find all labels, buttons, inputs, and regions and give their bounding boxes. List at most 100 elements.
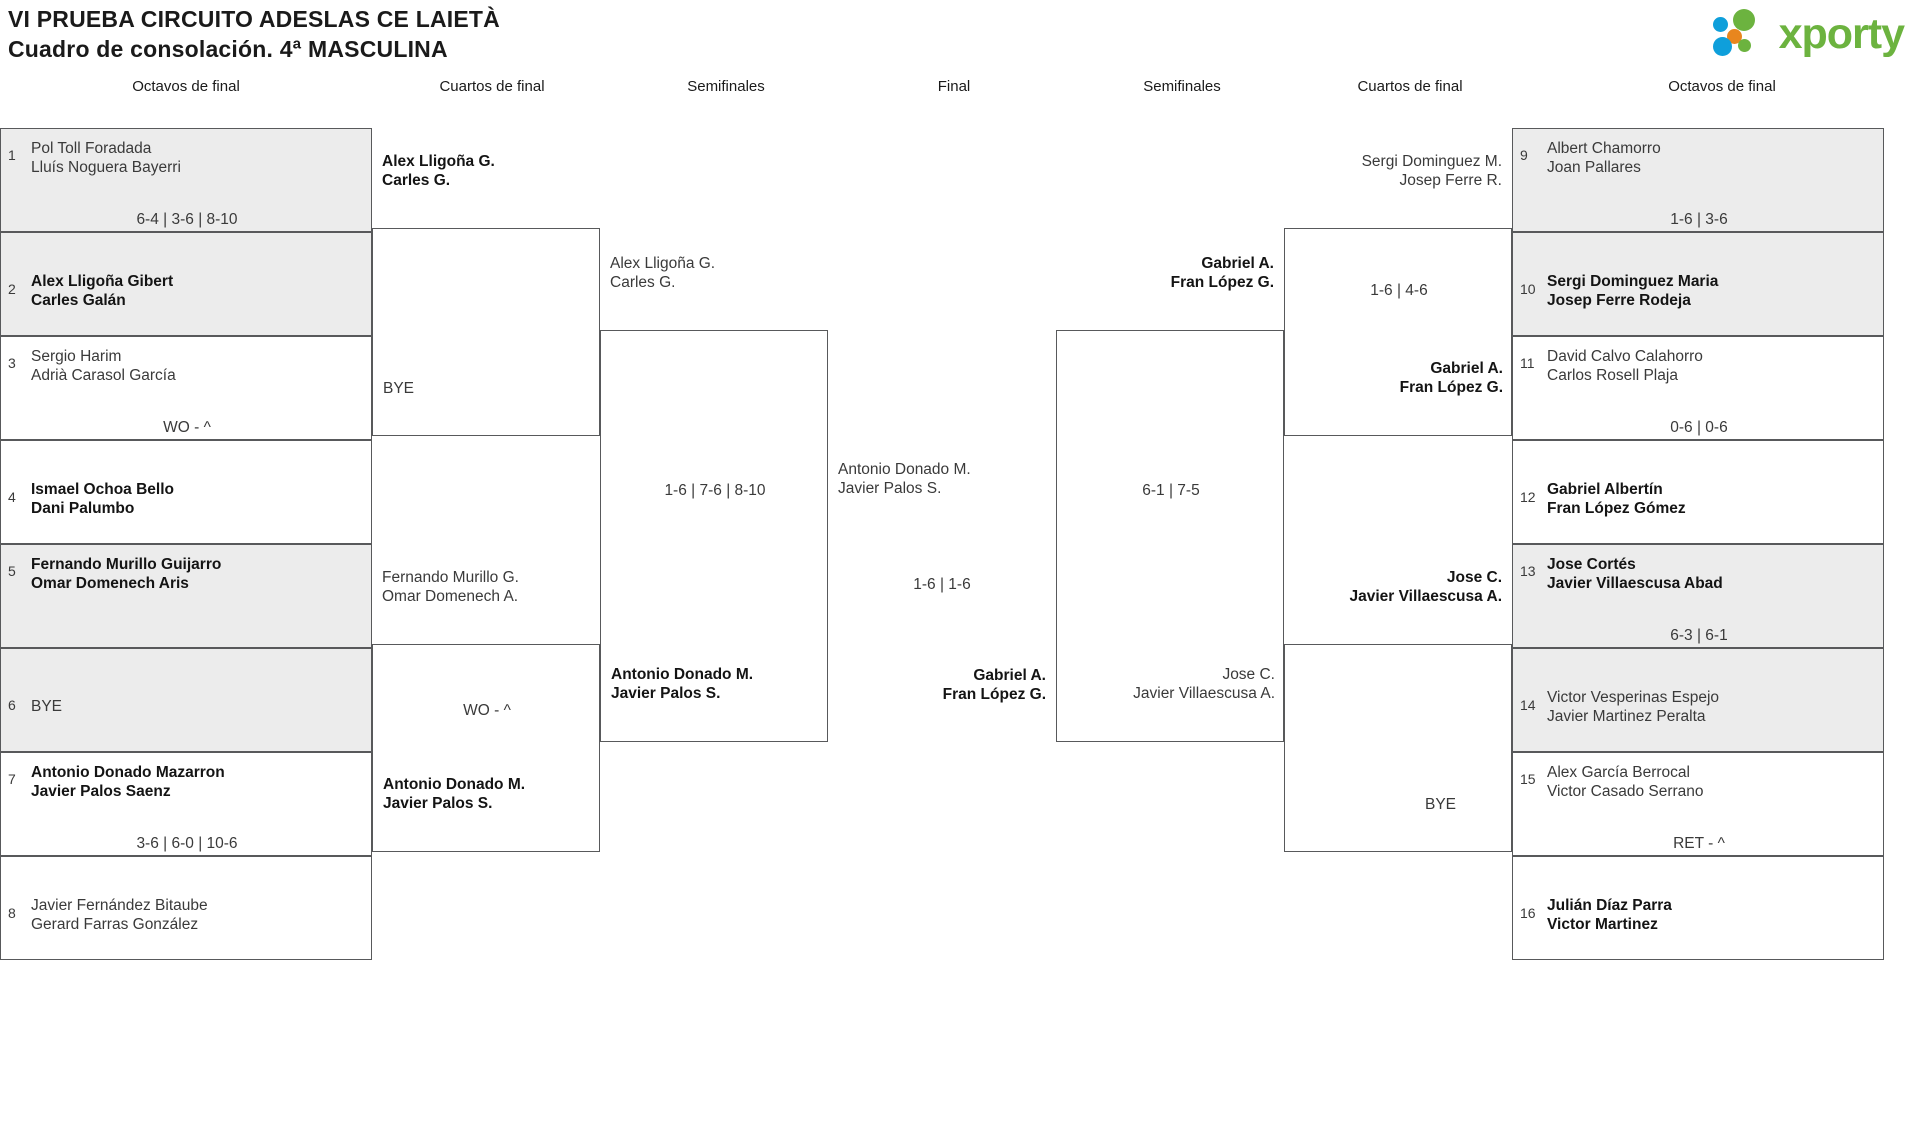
seed-number: 8 bbox=[8, 905, 16, 921]
player-name-2: Dani Palumbo bbox=[31, 500, 135, 517]
player-name-1: Alex Lligoña Gibert bbox=[31, 273, 174, 290]
player-name-1: Alex García Berrocal bbox=[1547, 764, 1690, 781]
player-name-1: Antonio Donado Mazarron bbox=[31, 764, 225, 781]
match-score: RET - ^ bbox=[1673, 835, 1725, 852]
qf-left-2-name-2: Omar Domenech A. bbox=[382, 588, 519, 605]
match-slot-3[interactable]: 3 Sergio Harim Adrià Carasol García bbox=[0, 336, 372, 440]
match-slot-2[interactable]: 6-4 | 3-6 | 8-10 2 Alex Lligoña Gibert C… bbox=[0, 211, 372, 336]
match-score: 1-6 | 3-6 bbox=[1670, 211, 1728, 228]
match-slot-16[interactable]: RET - ^ 16 Julián Díaz Parra Victor Mart… bbox=[1512, 835, 1884, 960]
player-name-1: Ismael Ochoa Bello bbox=[31, 481, 174, 498]
qf-right-2-name-2: Fran López G. bbox=[1399, 379, 1503, 396]
final-score: 1-6 | 1-6 bbox=[913, 576, 971, 593]
xporty-logo: xporty bbox=[1712, 6, 1905, 62]
player-name-2: Gerard Farras González bbox=[31, 916, 199, 933]
qf-left-box-bottom[interactable]: WO - ^ Antonio Donado M. Javier Palos S. bbox=[372, 644, 600, 852]
qf-right-1-name-2: Josep Ferre R. bbox=[1399, 172, 1502, 189]
player-name-2: Carlos Rosell Plaja bbox=[1547, 367, 1678, 384]
player-name-1: David Calvo Calahorro bbox=[1547, 348, 1703, 365]
player-name-1: Jose Cortés bbox=[1547, 556, 1636, 573]
match-slot-7[interactable]: 7 Antonio Donado Mazarron Javier Palos S… bbox=[0, 752, 372, 856]
match-score: 0-6 | 0-6 bbox=[1670, 419, 1728, 436]
page-title: VI PRUEBA CIRCUITO ADESLAS CE LAIETÀ Cua… bbox=[8, 4, 500, 64]
match-score: 3-6 | 6-0 | 10-6 bbox=[136, 835, 238, 852]
seed-number: 7 bbox=[8, 771, 16, 787]
bye-label: BYE bbox=[1425, 796, 1457, 813]
bye-label: BYE bbox=[31, 698, 63, 715]
qf-left-2-name-1: Fernando Murillo G. bbox=[382, 569, 519, 586]
round-header-octavos-right: Octavos de final bbox=[1668, 78, 1776, 95]
player-name-2: Adrià Carasol García bbox=[31, 367, 176, 384]
qf-right-box-bottom[interactable]: BYE bbox=[1284, 644, 1512, 852]
player-name-2: Omar Domenech Aris bbox=[31, 575, 189, 592]
match-slot-13[interactable]: 13 Jose Cortés Javier Villaescusa Abad bbox=[1512, 544, 1884, 648]
seed-number: 4 bbox=[8, 489, 16, 505]
match-slot-11[interactable]: 11 David Calvo Calahorro Carlos Rosell P… bbox=[1512, 336, 1884, 440]
qf-right-3-name-2: Javier Villaescusa A. bbox=[1349, 588, 1502, 605]
round-header-semifinales-left: Semifinales bbox=[687, 78, 765, 95]
seed-number: 12 bbox=[1520, 489, 1536, 505]
qf-left-1-name-2: Carles G. bbox=[382, 172, 451, 189]
tournament-title: VI PRUEBA CIRCUITO ADESLAS CE LAIETÀ bbox=[8, 6, 500, 32]
seed-number: 16 bbox=[1520, 905, 1536, 921]
match-score: WO - ^ bbox=[463, 702, 511, 719]
match-slot-9[interactable]: 9 Albert Chamorro Joan Pallares bbox=[1512, 128, 1884, 232]
player-name-2: Carles Galán bbox=[31, 292, 126, 309]
round-header-octavos-left: Octavos de final bbox=[132, 78, 240, 95]
sf-left-2-name-2: Javier Palos S. bbox=[611, 685, 721, 702]
bye-label: BYE bbox=[383, 380, 415, 397]
match-slot-5[interactable]: 5 Fernando Murillo Guijarro Omar Domenec… bbox=[0, 544, 372, 648]
seed-number: 11 bbox=[1520, 355, 1535, 371]
sf-left-1-name-2: Carles G. bbox=[610, 274, 676, 291]
match-slot-14[interactable]: 6-3 | 6-1 14 Victor Vesperinas Espejo Ja… bbox=[1512, 627, 1884, 752]
sf-left-1-name-1: Alex Lligoña G. bbox=[610, 255, 716, 272]
match-slot-10[interactable]: 1-6 | 3-6 10 Sergi Dominguez Maria Josep… bbox=[1512, 211, 1884, 336]
match-score: 1-6 | 4-6 bbox=[1370, 282, 1428, 299]
qf-right-1-name-1: Sergi Dominguez M. bbox=[1361, 153, 1502, 170]
logo-wordmark: xporty bbox=[1778, 9, 1905, 58]
seed-number: 14 bbox=[1520, 697, 1536, 713]
player-name-2: Victor Martinez bbox=[1547, 916, 1658, 933]
player-name-1: Fernando Murillo Guijarro bbox=[31, 556, 222, 573]
qf-left-3-name-2: Javier Palos S. bbox=[383, 795, 493, 812]
sf-right-2-name-2: Javier Villaescusa A. bbox=[1133, 685, 1275, 702]
seed-number: 5 bbox=[8, 563, 16, 579]
player-name-1: Albert Chamorro bbox=[1547, 140, 1661, 157]
sf-right-1-name-1: Gabriel A. bbox=[1201, 255, 1274, 272]
qf-right-2-name-1: Gabriel A. bbox=[1430, 360, 1503, 377]
match-score: 6-4 | 3-6 | 8-10 bbox=[136, 211, 238, 228]
match-slot-4[interactable]: WO - ^ 4 Ismael Ochoa Bello Dani Palumbo bbox=[0, 419, 372, 544]
match-slot-12[interactable]: 0-6 | 0-6 12 Gabriel Albertín Fran López… bbox=[1512, 419, 1884, 544]
qf-left-1-name-1: Alex Lligoña G. bbox=[382, 153, 495, 170]
sf-left-box[interactable]: 1-6 | 7-6 | 8-10 Antonio Donado M. Javie… bbox=[600, 330, 828, 742]
player-name-2: Fran López Gómez bbox=[1547, 500, 1686, 517]
player-name-2: Javier Martinez Peralta bbox=[1547, 708, 1706, 725]
logo-dots-icon bbox=[1712, 9, 1771, 59]
match-slot-8[interactable]: 3-6 | 6-0 | 10-6 8 Javier Fernández Bita… bbox=[0, 835, 372, 960]
round-header-cuartos-right: Cuartos de final bbox=[1357, 78, 1463, 95]
final-right-name-2: Fran López G. bbox=[942, 686, 1046, 703]
match-slot-15[interactable]: 15 Alex García Berrocal Victor Casado Se… bbox=[1512, 752, 1884, 856]
player-name-2: Joan Pallares bbox=[1547, 159, 1641, 176]
player-name-1: Sergio Harim bbox=[31, 348, 122, 365]
sf-right-box[interactable]: 6-1 | 7-5 Jose C. Javier Villaescusa A. bbox=[1056, 330, 1284, 742]
match-score: 6-3 | 6-1 bbox=[1670, 627, 1728, 644]
seed-number: 6 bbox=[8, 697, 16, 713]
player-name-1: Gabriel Albertín bbox=[1547, 481, 1663, 498]
sf-right-2-name-1: Jose C. bbox=[1222, 666, 1275, 683]
seed-number: 15 bbox=[1520, 771, 1536, 787]
seed-number: 10 bbox=[1520, 281, 1536, 297]
match-slot-6[interactable]: 6 BYE bbox=[0, 648, 372, 752]
match-slot-1[interactable]: 1 Pol Toll Foradada Lluís Noguera Bayerr… bbox=[0, 128, 372, 232]
seed-number: 1 bbox=[8, 147, 16, 163]
qf-left-3-name-1: Antonio Donado M. bbox=[383, 776, 526, 793]
player-name-2: Victor Casado Serrano bbox=[1547, 783, 1704, 800]
match-score: 1-6 | 7-6 | 8-10 bbox=[664, 482, 766, 499]
round-header-final: Final bbox=[937, 78, 971, 95]
player-name-1: Javier Fernández Bitaube bbox=[31, 897, 208, 914]
seed-number: 2 bbox=[8, 281, 16, 297]
player-name-2: Josep Ferre Rodeja bbox=[1547, 292, 1691, 309]
qf-left-box-top[interactable]: BYE bbox=[372, 228, 600, 436]
player-name-1: Sergi Dominguez Maria bbox=[1547, 273, 1719, 290]
qf-right-box-top[interactable]: 1-6 | 4-6 Gabriel A. Fran López G. bbox=[1284, 228, 1512, 436]
